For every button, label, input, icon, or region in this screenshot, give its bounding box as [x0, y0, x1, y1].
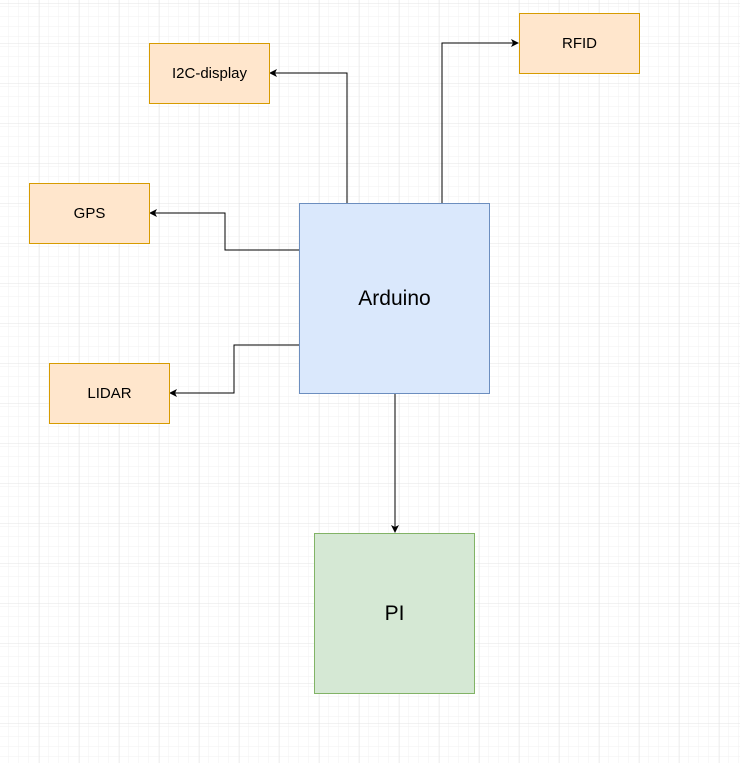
node-pi[interactable]: PI — [314, 533, 475, 694]
node-rfid[interactable]: RFID — [519, 13, 640, 74]
node-label: RFID — [562, 35, 597, 52]
edge-arduino-gps[interactable] — [149, 209, 299, 251]
node-label: I2C-display — [172, 65, 248, 82]
node-label: Arduino — [358, 287, 430, 310]
node-label: PI — [385, 602, 405, 625]
node-label: GPS — [74, 205, 106, 222]
node-label: LIDAR — [87, 385, 131, 402]
node-arduino[interactable]: Arduino — [299, 203, 490, 394]
node-lidar[interactable]: LIDAR — [49, 363, 170, 424]
node-i2c-display[interactable]: I2C-display — [149, 43, 270, 104]
node-gps[interactable]: GPS — [29, 183, 150, 244]
edge-arduino-rfid[interactable] — [441, 39, 519, 203]
edge-arduino-lidar[interactable] — [169, 344, 299, 397]
edge-arduino-i2c[interactable] — [269, 69, 348, 203]
